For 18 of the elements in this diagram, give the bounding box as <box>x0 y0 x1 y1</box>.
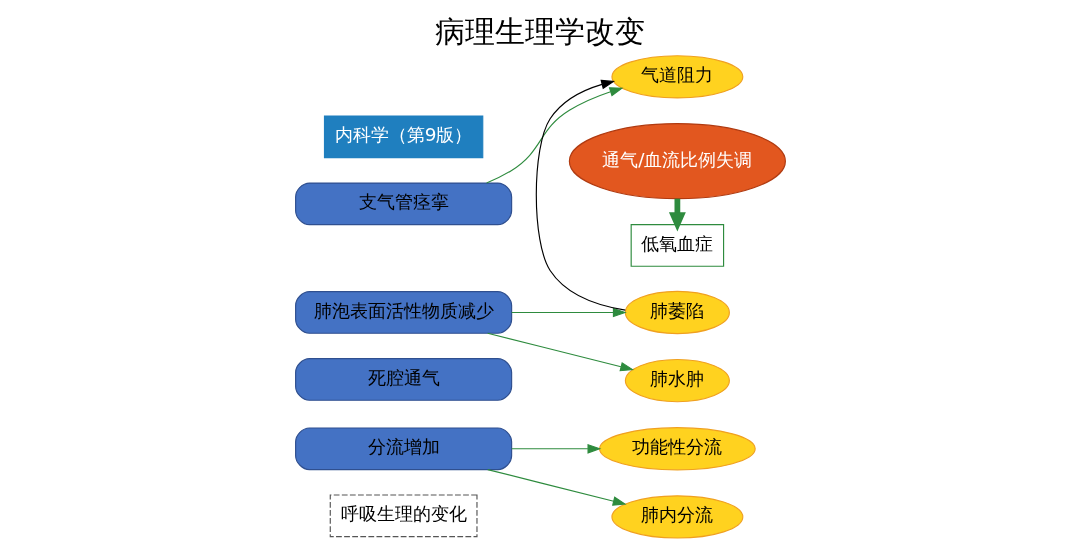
node-ellipse: 肺水肿 <box>624 358 730 403</box>
arrow <box>486 469 627 506</box>
node-box: 呼吸生理的变化 <box>329 494 478 538</box>
node-box: 低氧血症 <box>630 224 724 267</box>
node-box: 死腔通气 <box>294 358 512 401</box>
node-box: 肺泡表面活性物质减少 <box>294 291 512 334</box>
node-ellipse: 肺萎陷 <box>624 290 730 335</box>
arrow <box>510 443 601 454</box>
node-box: 支气管痉挛 <box>294 182 512 226</box>
diagram-title: 病理生理学改变 <box>435 13 645 49</box>
node-ellipse: 功能性分流 <box>598 427 756 471</box>
label: 内科学（第9版） <box>334 124 472 146</box>
arrow <box>535 79 626 311</box>
node-ellipse: 通气/血流比例失调 <box>568 123 786 200</box>
arrow <box>485 87 623 184</box>
arrow <box>510 307 627 318</box>
node-box: 分流增加 <box>294 427 512 471</box>
arrow <box>486 332 634 372</box>
